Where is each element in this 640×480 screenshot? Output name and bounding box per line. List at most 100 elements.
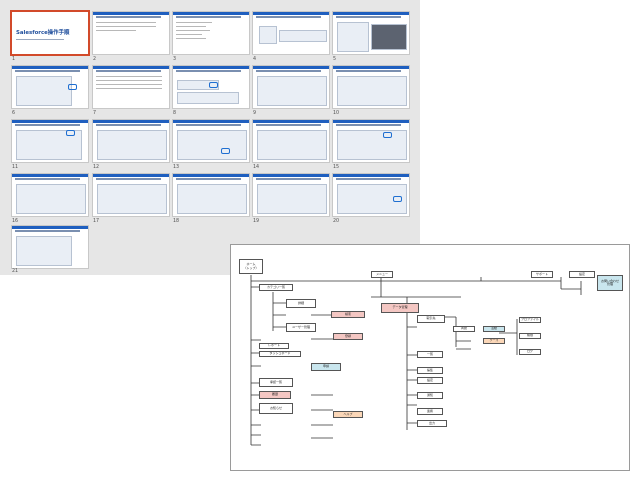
slide-number: 14 [253,165,260,170]
diagram-node-root: ホーム （トップ） [239,259,263,274]
slide-number: 2 [93,57,97,62]
screenshot-image [97,184,167,214]
text-line [176,38,206,39]
screenshot-image [177,92,239,104]
slide-thumbnail-12[interactable] [93,120,169,162]
slide-thumbnail-5[interactable] [333,12,409,54]
slide-title-line [256,16,321,18]
slide-thumbnail-13[interactable] [173,120,249,162]
slide-header-bar [253,174,329,177]
screenshot-image [257,130,327,160]
slide-number: 9 [253,111,257,116]
slide-number: 7 [93,111,97,116]
slide-thumbnail-11[interactable] [12,120,88,162]
diagram-node-permission: 権限 [519,333,541,339]
slide-title-line [336,70,401,72]
slide-thumbnail-3[interactable] [173,12,249,54]
table-line [96,22,156,23]
slide-number: 18 [173,219,180,224]
slide-title-line [176,178,241,180]
slide-thumbnail-6[interactable] [12,66,88,108]
slide-thumbnail-2[interactable] [93,12,169,54]
screenshot-image [371,24,407,50]
slide-number: 11 [12,165,19,170]
slide-thumbnail-1[interactable]: Salesforce操作手順 [12,12,88,54]
slide-header-bar [93,66,169,69]
slide-number: 12 [93,165,100,170]
slide-number: 17 [93,219,100,224]
screenshot-image [257,184,327,214]
slide-header-bar [253,12,329,15]
diagram-node-menu: メニュー [371,271,393,278]
slide-header-bar [333,66,409,69]
diagram-node-history: 履歴 [259,391,291,399]
table-line [96,88,162,89]
slide-thumbnail-16[interactable] [12,174,88,216]
slide-thumbnail-14[interactable] [253,120,329,162]
slide-number: 5 [333,57,337,62]
diagram-node-export: 出力 [417,420,447,427]
text-line [176,30,210,31]
slide-title-line [176,16,241,18]
diagram-node-settings: 設定 [569,271,595,278]
slide-thumbnail-10[interactable] [333,66,409,108]
slide-title-line [336,16,401,18]
slide-number: 19 [253,219,260,224]
diagram-node-approval-list: 承認一覧 [259,378,293,387]
slide-number: 8 [173,111,177,116]
diagram-node-news: お知らせ [259,403,293,414]
slide-title-line [256,178,321,180]
slide-header-bar [173,66,249,69]
slide-thumbnail-7[interactable] [93,66,169,108]
slide-thumbnail-4[interactable] [253,12,329,54]
text-line [176,26,206,27]
slide-header-bar [253,120,329,123]
screenshot-image [16,184,86,214]
diagram-node-search: 検索 [331,311,365,318]
slide-title-line [96,124,161,126]
slide-thumbnail-17[interactable] [93,174,169,216]
slide-title-line [176,70,241,72]
slide-header-bar [12,226,88,229]
table-line [96,26,156,27]
slide-header-bar [12,174,88,177]
table-line [96,30,136,31]
slide-header-bar [93,174,169,177]
diagram-node-edit: 編集 [417,367,443,374]
screenshot-image [177,80,219,90]
slide-thumbnail-15[interactable] [333,120,409,162]
diagram-node-report: レポート [259,343,289,349]
slide-number: 13 [173,165,180,170]
cover-title: Salesforce操作手順 [16,30,70,36]
table-line [96,84,162,85]
slide-thumbnail-20[interactable] [333,174,409,216]
slide-title-line [336,178,401,180]
slide-thumbnail-9[interactable] [253,66,329,108]
slide-title-line [336,124,401,126]
slide-thumbnail-18[interactable] [173,174,249,216]
screenshot-image [177,184,247,214]
slide-header-bar [93,120,169,123]
slide-thumbnail-19[interactable] [253,174,329,216]
screenshot-image [257,76,327,106]
slide-header-bar [333,12,409,15]
cover-subtitle-line [16,39,64,40]
slide-title-line [15,70,80,72]
slide-title-line [176,124,241,126]
site-map-diagram: ホーム （トップ） メニュー サポート 設定 お問い合わせ 管理 カテゴリ一覧 … [230,244,630,471]
slide-header-bar [173,174,249,177]
screenshot-image [337,22,369,52]
diagram-node-integration: 連携 [417,408,443,415]
slide-thumbnail-21[interactable] [12,226,88,268]
diagram-node-dashboard: ダッシュボード [259,351,301,357]
diagram-node-config: 設定 [417,377,443,384]
slide-number: 20 [333,219,340,224]
slide-sorter-panel: Salesforce操作手順 1 2 3 4 5 [0,0,420,275]
screenshot-image [97,130,167,160]
slide-number: 21 [12,269,19,274]
slide-header-bar [333,120,409,123]
diagram-node-register: 登録 [333,333,363,340]
slide-thumbnail-8[interactable] [173,66,249,108]
slide-number: 1 [12,57,16,62]
slide-header-bar [173,120,249,123]
